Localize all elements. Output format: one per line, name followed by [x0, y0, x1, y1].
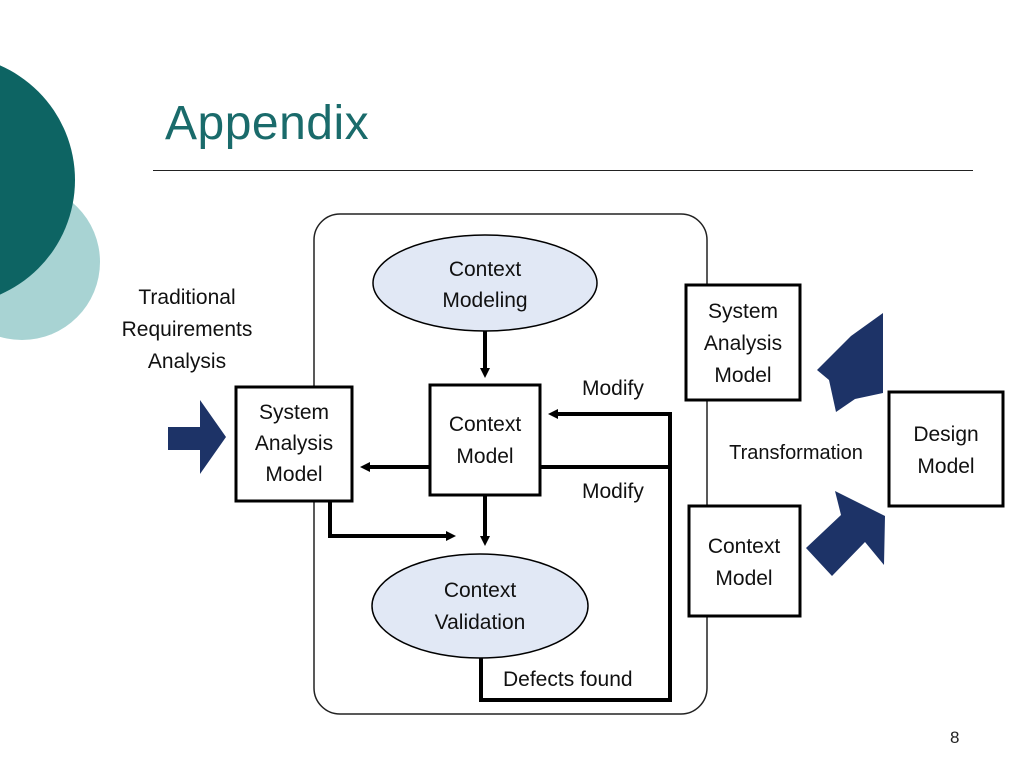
- right-system-analysis-model-label: System Analysis Model: [704, 300, 782, 387]
- svg-text:Validation: Validation: [435, 611, 526, 634]
- svg-text:Context: Context: [444, 579, 517, 602]
- context-modeling-ellipse: [372, 234, 598, 332]
- modify-top-label: Modify: [582, 377, 644, 400]
- context-validation-label: Context Validation: [435, 579, 526, 634]
- svg-text:Model: Model: [715, 567, 772, 590]
- system-analysis-model-label: System Analysis Model: [255, 401, 333, 486]
- svg-text:Analysis: Analysis: [255, 432, 333, 455]
- svg-text:Context: Context: [449, 413, 522, 436]
- arrow-system-analysis-to-validation: [328, 501, 456, 541]
- svg-text:Model: Model: [265, 463, 322, 486]
- context-model-box: [428, 383, 542, 497]
- system-analysis-model-box: [234, 385, 354, 503]
- defects-feedback-loop: [479, 409, 672, 702]
- svg-text:Model: Model: [456, 445, 513, 468]
- design-model-label: Design Model: [913, 423, 978, 478]
- transformation-label: Transformation: [729, 442, 863, 464]
- svg-text:System: System: [708, 300, 778, 323]
- svg-text:Context: Context: [708, 535, 781, 558]
- modify-bottom-label: Modify: [582, 480, 644, 503]
- decorative-circles: [0, 65, 100, 340]
- svg-text:Design: Design: [913, 423, 978, 446]
- svg-text:Requirements: Requirements: [122, 318, 253, 341]
- page-number: 8: [950, 728, 960, 747]
- right-context-model-label: Context Model: [708, 535, 781, 590]
- transformation-arrow-lower: [806, 491, 885, 576]
- context-modeling-label: Context Modeling: [442, 258, 527, 312]
- svg-text:Model: Model: [714, 364, 771, 387]
- svg-text:Analysis: Analysis: [704, 332, 782, 355]
- context-model-label: Context Model: [449, 413, 522, 468]
- decor-circle-dark: [0, 65, 75, 295]
- slide-title: Appendix: [165, 97, 370, 150]
- traditional-requirements-label: Traditional Requirements Analysis: [122, 286, 253, 373]
- svg-text:Model: Model: [917, 455, 974, 478]
- input-arrow: [168, 400, 226, 474]
- svg-text:Modeling: Modeling: [442, 289, 527, 312]
- design-model-box: [887, 390, 1005, 508]
- transformation-arrow-upper: [817, 313, 883, 412]
- svg-text:Traditional: Traditional: [138, 286, 235, 309]
- svg-text:System: System: [259, 401, 329, 424]
- right-system-analysis-model-box: [684, 283, 802, 402]
- defects-found-label: Defects found: [503, 668, 633, 691]
- right-context-model-box: [687, 504, 802, 618]
- svg-text:Analysis: Analysis: [148, 350, 226, 373]
- title-divider: [153, 170, 973, 171]
- svg-text:Context: Context: [449, 258, 522, 281]
- context-validation-ellipse: [371, 553, 589, 659]
